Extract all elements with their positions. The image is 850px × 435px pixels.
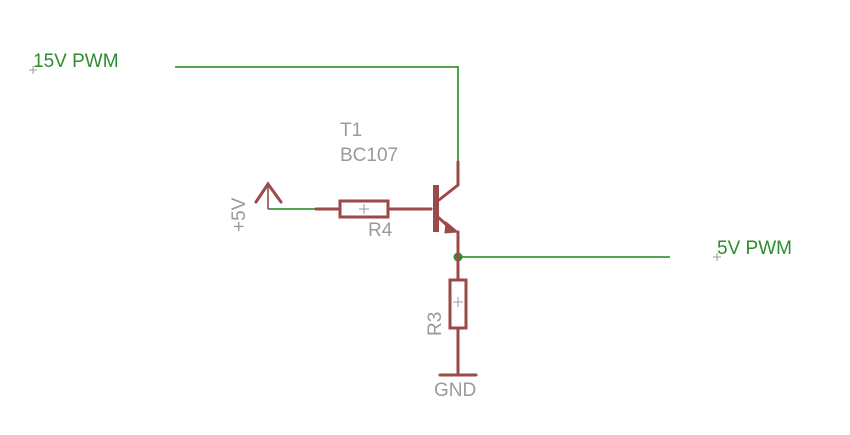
net-label-15v-pwm[interactable]: 15V PWM bbox=[29, 51, 119, 74]
resistor-r3-label: R3 bbox=[425, 312, 446, 336]
resistor-r4-label: R4 bbox=[368, 220, 393, 241]
supply-5v-label: +5V bbox=[229, 197, 250, 232]
transistor-collector bbox=[437, 183, 460, 202]
transistor-name: T1 bbox=[340, 120, 362, 141]
ground-label: GND bbox=[434, 380, 476, 401]
transistor-t1[interactable]: T1 BC107 bbox=[340, 120, 460, 259]
resistor-r3[interactable]: R3 bbox=[425, 255, 468, 377]
ground-symbol[interactable]: GND bbox=[434, 373, 478, 401]
transistor-emitter-arrow bbox=[444, 221, 460, 234]
net-label-5v-pwm-text: 5V PWM bbox=[717, 238, 792, 259]
net-label-5v-pwm[interactable]: 5V PWM bbox=[713, 238, 792, 261]
supply-5v-symbol[interactable]: +5V bbox=[229, 181, 283, 232]
net-label-15v-pwm-text: 15V PWM bbox=[33, 51, 119, 72]
resistor-r4[interactable]: R4 bbox=[314, 199, 433, 241]
wire-15v-pwm[interactable] bbox=[175, 66, 459, 162]
transistor-value: BC107 bbox=[340, 145, 398, 166]
